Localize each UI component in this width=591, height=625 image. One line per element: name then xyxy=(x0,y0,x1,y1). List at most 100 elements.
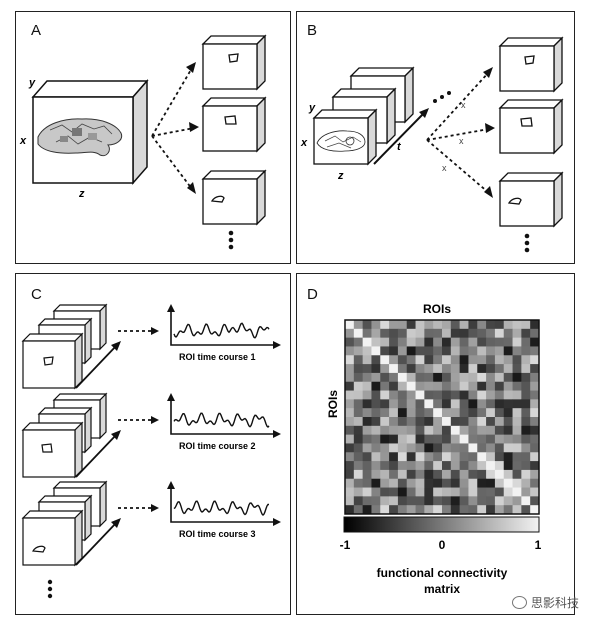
panel-c-label: C xyxy=(31,286,42,303)
heatmap-cell xyxy=(353,320,364,330)
heatmap-cell xyxy=(406,390,416,400)
heatmap-cell xyxy=(468,487,478,497)
heatmap-cell xyxy=(380,399,390,409)
roi-stack-2 xyxy=(22,393,122,478)
watermark: 思影科技 xyxy=(511,594,579,611)
heatmap-cell xyxy=(442,337,452,347)
heatmap-cell xyxy=(353,364,364,374)
heatmap-cell xyxy=(450,337,461,347)
heatmap-cell xyxy=(512,461,522,471)
arrow-head xyxy=(151,327,159,335)
heatmap-cell xyxy=(512,346,522,356)
heatmap-cell xyxy=(530,399,540,409)
heatmap-cell xyxy=(512,364,522,374)
heatmap-cell xyxy=(486,346,496,356)
heatmap-cell xyxy=(459,320,469,330)
heatmap-cell xyxy=(477,496,487,506)
heatmap-cell xyxy=(468,469,478,480)
heatmap-cell xyxy=(424,355,434,365)
heatmap-cell xyxy=(389,346,399,356)
heatmap-cell xyxy=(406,417,416,427)
heatmap-cell xyxy=(415,487,425,497)
heatmap-cell xyxy=(494,337,505,347)
heatmap-cell xyxy=(380,381,390,391)
heatmap-cell xyxy=(486,408,496,418)
heatmap-cell xyxy=(397,452,408,462)
heatmap-cell xyxy=(512,478,522,488)
heatmap-cell xyxy=(442,425,452,436)
heatmap-cell xyxy=(503,452,513,462)
brain-slice-icon xyxy=(37,118,123,157)
heatmap-cell xyxy=(345,505,355,515)
heatmap-cell xyxy=(362,320,372,330)
heatmap-cell xyxy=(530,408,540,418)
heatmap-cell xyxy=(486,496,496,506)
heatmap-cell xyxy=(406,487,416,497)
heatmap-cell xyxy=(433,328,443,339)
heatmap-cell xyxy=(494,478,505,488)
heatmap-cell xyxy=(512,399,522,409)
heatmap-cell xyxy=(459,469,469,480)
heatmap-cell xyxy=(450,443,461,453)
colorbar xyxy=(343,516,540,533)
heatmap-cell xyxy=(433,390,443,400)
axis-t-label: t xyxy=(397,141,402,153)
heatmap-cell xyxy=(397,346,408,356)
heatmap-cell xyxy=(424,487,434,497)
heatmap-cell xyxy=(433,478,443,488)
heatmap-cell xyxy=(353,381,364,391)
heatmap-cell xyxy=(459,452,469,462)
heatmap-cell xyxy=(486,425,496,436)
heatmap-cell xyxy=(415,337,425,347)
heatmap-cell xyxy=(503,417,513,427)
heatmap-cell xyxy=(345,469,355,480)
heatmap-cell xyxy=(353,452,364,462)
heatmap-cell xyxy=(362,417,372,427)
heatmap-cell xyxy=(442,346,452,356)
dashed-arrows xyxy=(151,67,195,190)
heatmap-cell xyxy=(389,452,399,462)
heatmap-cell xyxy=(450,487,461,497)
heatmap-cell xyxy=(521,425,531,436)
heatmap-cell xyxy=(389,461,399,471)
heatmap-cell xyxy=(459,346,469,356)
heatmap-cell xyxy=(345,478,355,488)
heatmap-cell xyxy=(442,496,452,506)
heatmap-cell xyxy=(494,346,505,356)
heatmap-cell xyxy=(521,390,531,400)
heatmap-cell xyxy=(468,364,478,374)
heatmap-cell xyxy=(397,434,408,444)
heatmap-cell xyxy=(486,337,496,347)
heatmap-cell xyxy=(468,434,478,444)
heatmap-cell xyxy=(459,505,469,515)
heatmap-cell xyxy=(530,478,540,488)
heatmap-cell xyxy=(521,355,531,365)
heatmap-cell xyxy=(486,320,496,330)
heatmap-cell xyxy=(468,425,478,436)
axis-y-label: y xyxy=(28,77,36,89)
heatmap-cell xyxy=(477,443,487,453)
dashed-arrows xyxy=(426,71,490,194)
heatmap-cell xyxy=(450,372,461,383)
heatmap-cell xyxy=(389,408,399,418)
heatmap-cell xyxy=(521,328,531,339)
roi-cube-3 xyxy=(498,171,564,228)
heatmap-cell xyxy=(494,461,505,471)
heatmap-cell xyxy=(459,487,469,497)
heatmap-cell xyxy=(371,381,381,391)
connectivity-heatmap xyxy=(345,320,540,515)
heatmap-cell xyxy=(371,505,381,515)
heatmap-cell xyxy=(353,346,364,356)
heatmap-cell xyxy=(362,469,372,480)
heatmap-cell xyxy=(512,425,522,436)
heatmap-cell xyxy=(397,355,408,365)
heatmap-cell xyxy=(389,434,399,444)
heatmap-cell xyxy=(450,478,461,488)
heatmap-cell xyxy=(530,487,540,497)
connectivity-figure: ROIs ROIs -1 0 1 functional connectivity… xyxy=(326,302,542,596)
heatmap-cell xyxy=(486,461,496,471)
heatmap-cell xyxy=(397,417,408,427)
heatmap-cell xyxy=(397,505,408,515)
heatmap-cell xyxy=(415,452,425,462)
time-course-label: ROI time course 2 xyxy=(179,441,256,451)
